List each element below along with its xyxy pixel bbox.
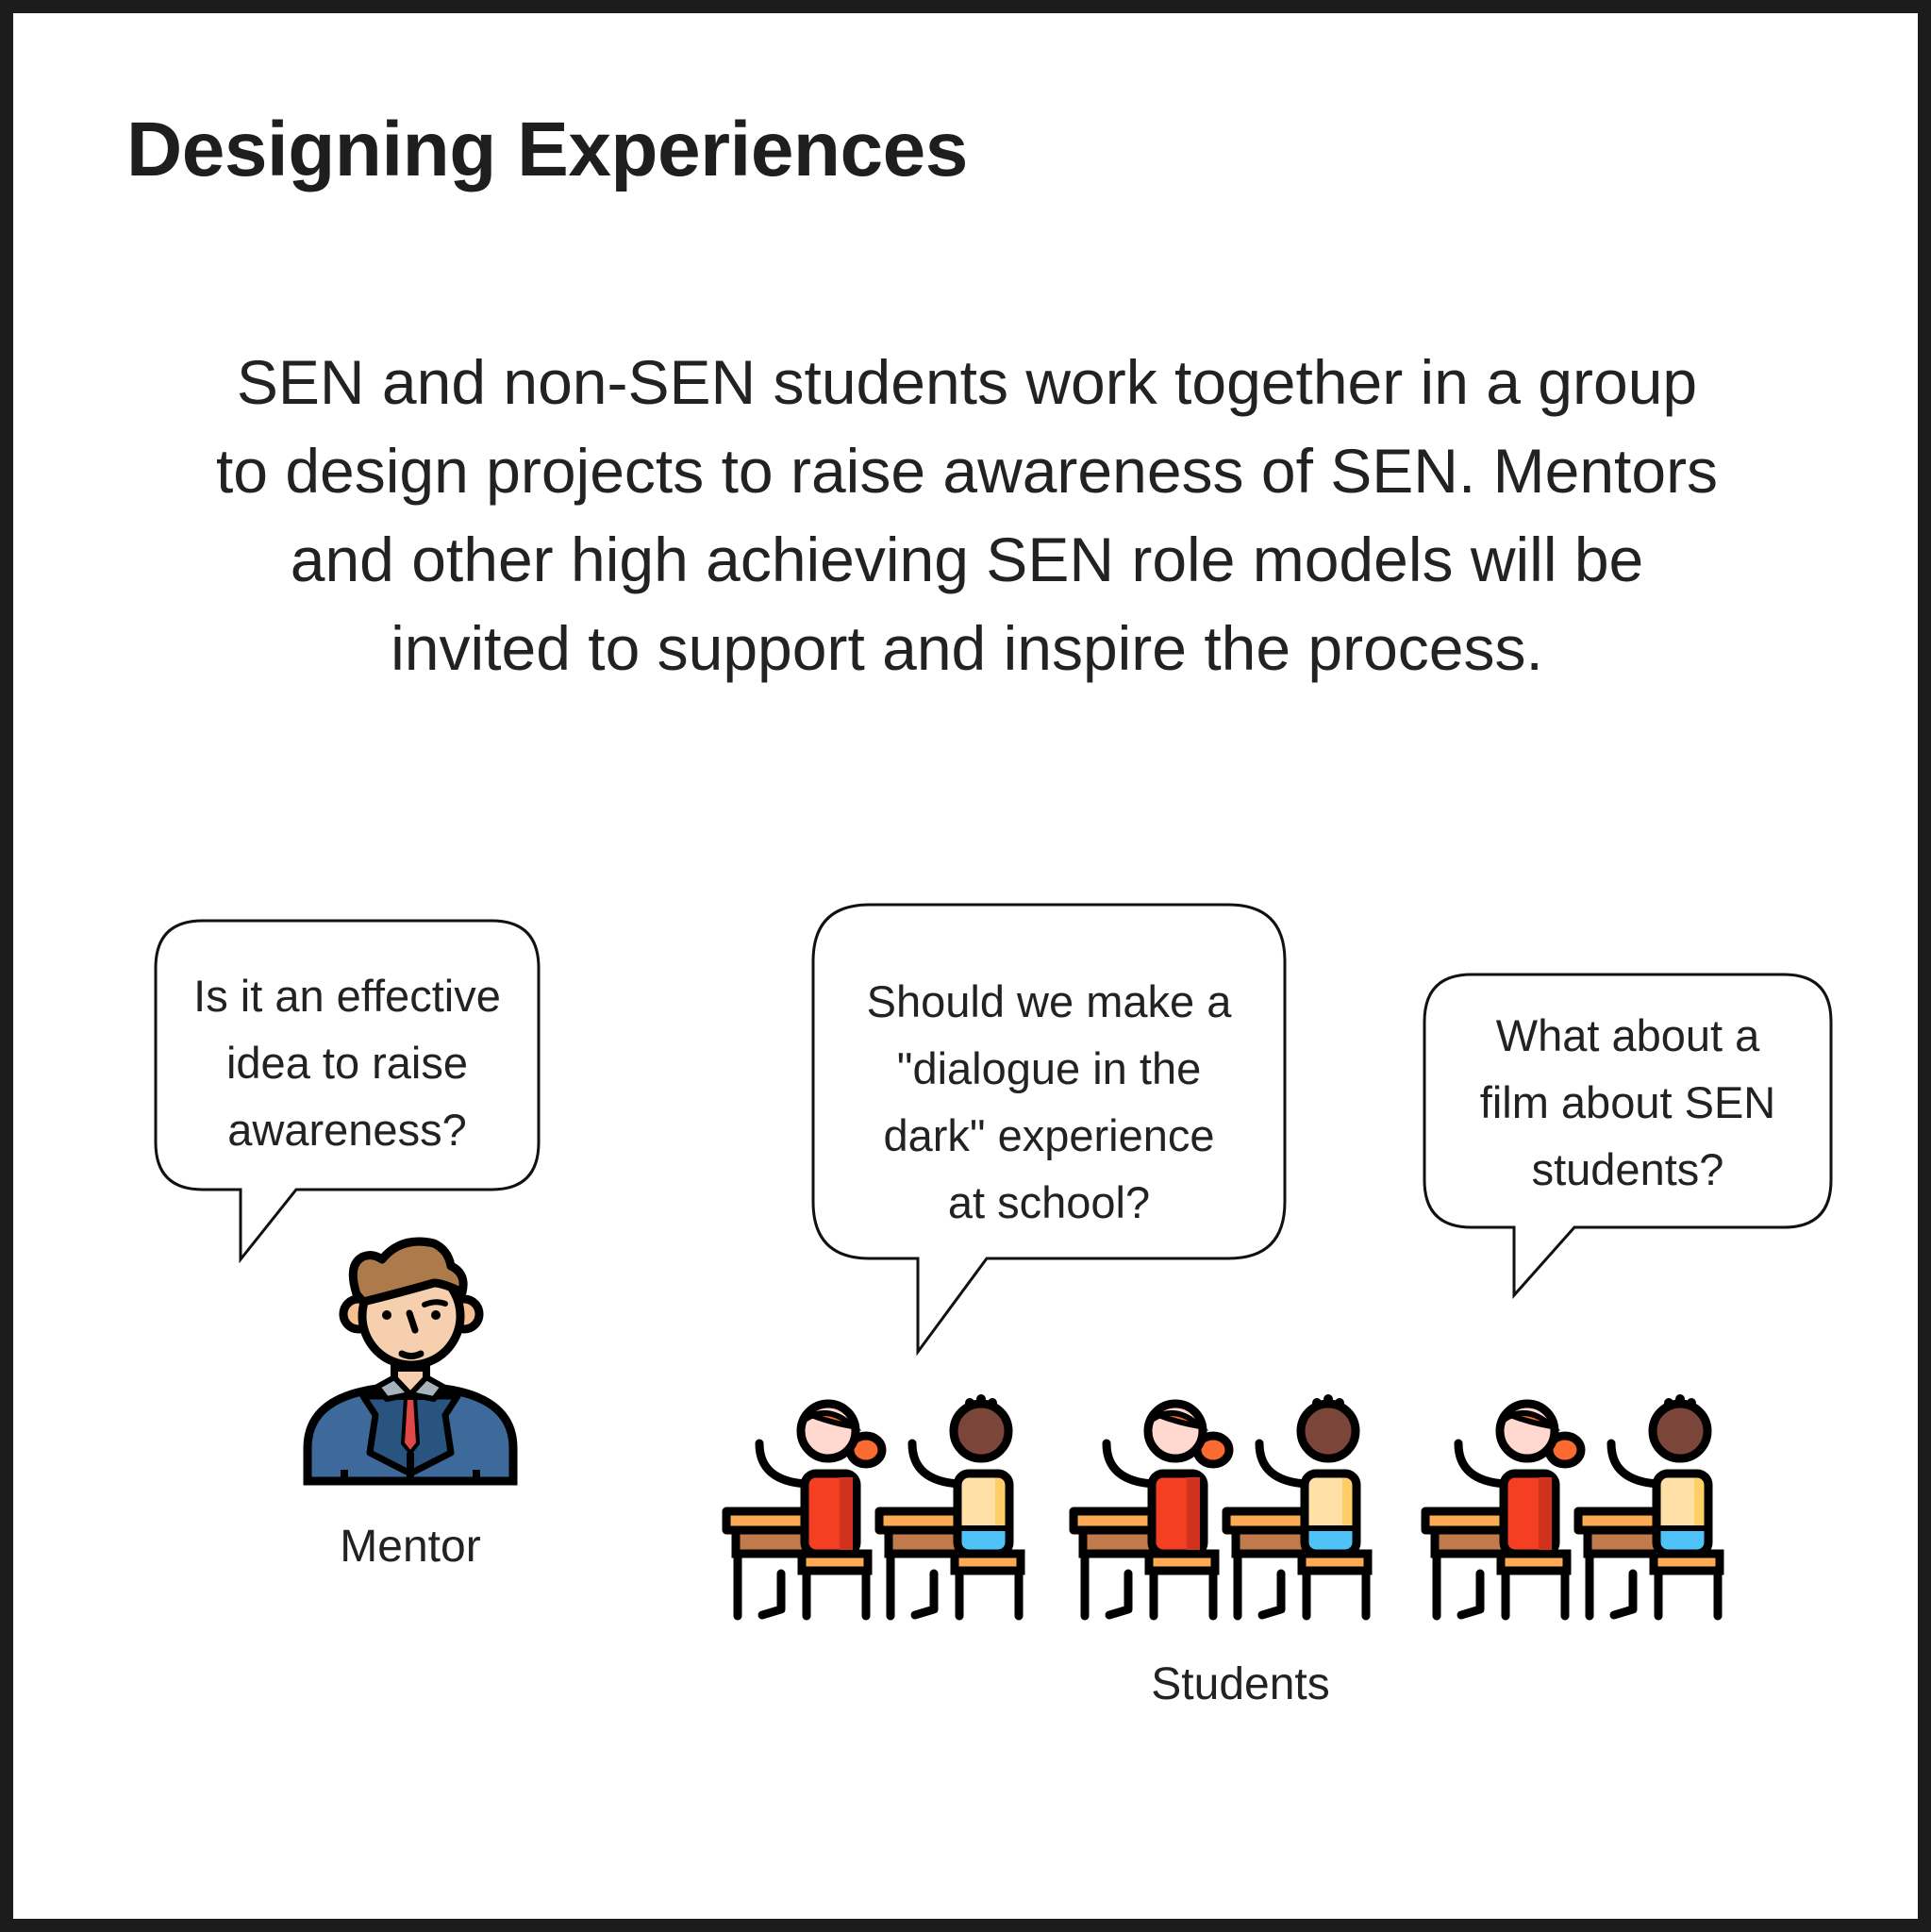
bubble-line: dark" experience [883,1110,1215,1160]
description-text: SEN and non-SEN students work together i… [123,338,1811,692]
student-pair-1 [726,1394,1021,1616]
speech-bubble-student-2 [1423,973,1833,1299]
bubble-line: at school? [947,1177,1151,1227]
bubble-line: Should we make a [866,976,1232,1026]
bubble-text-student-1: Should we make a "dialogue in the dark" … [813,968,1285,1236]
speech-bubble-mentor [154,919,541,1264]
bubble-line: awareness? [227,1105,467,1155]
bubble-line: Is it an effective [193,971,501,1021]
students-label: Students [1151,1659,1330,1709]
bubble-line: "dialogue in the [896,1043,1202,1093]
bubble-line: idea to raise [225,1038,469,1088]
bubble-line: film about SEN [1479,1077,1776,1127]
mentor-icon [303,1237,518,1486]
student-pair-3 [1425,1394,1720,1616]
description-line: to design projects to raise awareness of… [215,436,1719,506]
description-line: and other high achieving SEN role models… [290,525,1644,594]
bubble-line: What about a [1495,1010,1760,1060]
student-pair-2 [1074,1394,1368,1616]
speech-bubble-student-1 [811,903,1287,1357]
page-title: Designing Experiences [126,107,968,192]
bubble-text-student-2: What about a film about SEN students? [1424,1002,1831,1203]
students-icon [726,1394,1720,1616]
bubble-text-mentor: Is it an effective idea to raise awarene… [156,962,539,1163]
mentor-label: Mentor [340,1522,481,1572]
description-line: invited to support and inspire the proce… [391,613,1543,683]
bubble-line: students? [1531,1144,1724,1194]
description-line: SEN and non-SEN students work together i… [236,347,1698,417]
